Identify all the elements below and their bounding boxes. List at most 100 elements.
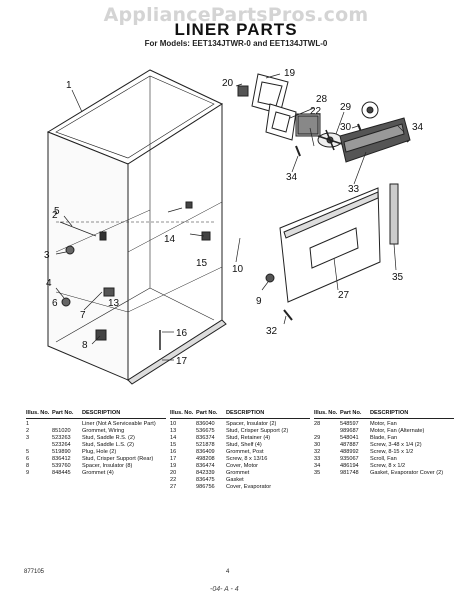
page-number: 4: [226, 569, 230, 575]
part-no: 981748: [340, 470, 359, 477]
part-no: 836409: [196, 448, 215, 455]
illus-no: 8: [26, 463, 30, 470]
table-row: 28 548597 Motor, Fan: [314, 421, 454, 428]
illus-no: 6: [26, 456, 30, 463]
description: Spacer, Insulator (8): [82, 463, 133, 470]
grommet-part: [265, 273, 275, 283]
illus-no: 17: [170, 456, 177, 463]
callout-22: 22: [310, 106, 322, 117]
part-no: 523263: [52, 434, 71, 441]
gasket-strip-part: [389, 183, 399, 245]
table-row: 8 539760 Spacer, Insulator (8): [26, 463, 166, 470]
callout-2: 2: [52, 210, 58, 221]
callout-8: 8: [82, 340, 88, 351]
callout-34-right: 34: [412, 122, 424, 133]
description: Blade, Fan: [370, 434, 398, 441]
description: Cover, Motor: [226, 463, 259, 470]
description: Stud, Saddle L.S. (2): [82, 441, 134, 448]
illus-no: 5: [26, 448, 30, 455]
illus-no: 20: [170, 470, 177, 477]
part-no: 539760: [52, 463, 71, 470]
fan-scroll-part: [339, 101, 411, 163]
parts-column-3: Illus. No. Part No. DESCRIPTION 28 548597…: [314, 410, 454, 477]
part-no: 548597: [340, 420, 359, 427]
evaporator-cover-part: [279, 187, 381, 303]
description: Grommet: [226, 470, 250, 477]
part-no: 523264: [52, 441, 71, 448]
liner-box: [46, 69, 227, 385]
illus-no: [26, 442, 52, 449]
illus-no: 13: [170, 427, 177, 434]
part-no: 836475: [196, 477, 215, 484]
part-no: 498208: [196, 456, 215, 463]
illus-no: 19: [170, 463, 177, 470]
table-header: Illus. No. Part No. DESCRIPTION: [314, 410, 454, 419]
part-no: 536675: [196, 427, 215, 434]
table-row: 22 836475 Gasket: [170, 477, 310, 484]
description: Motor, Fan: [370, 420, 397, 427]
callout-29: 29: [340, 102, 352, 113]
callout-15: 15: [196, 258, 208, 269]
description: Grommet, Post: [226, 448, 264, 455]
gasket-part: [265, 103, 297, 141]
table-header: Illus. No. Part No. DESCRIPTION: [170, 410, 310, 419]
part-no: [52, 421, 82, 428]
illus-no: 22: [170, 477, 177, 484]
description: Gasket: [226, 477, 244, 484]
illus-no: [314, 428, 340, 435]
part-no: 836474: [196, 463, 215, 470]
part-no: 487887: [340, 441, 359, 448]
callout-5: 5: [54, 206, 60, 217]
illus-no: 28: [314, 420, 321, 427]
description: Stud, Crisper Support (Rear): [82, 456, 154, 463]
part-no: 836040: [196, 420, 215, 427]
description: Plug, Hole (2): [82, 448, 117, 455]
callout-33: 33: [348, 184, 360, 195]
description: Screw, 3-48 x 1/4 (2): [370, 441, 422, 448]
description: Stud, Retainer (4): [226, 434, 271, 441]
callout-6: 6: [52, 298, 58, 309]
part-no: 519890: [52, 448, 71, 455]
fan-motor-part: [295, 113, 343, 151]
callout-9: 9: [256, 296, 262, 307]
callout-1: 1: [66, 80, 72, 91]
callout-34-left: 34: [286, 172, 298, 183]
page-title: LINER PARTS: [174, 20, 298, 39]
illus-no: 15: [170, 441, 177, 448]
illus-no: 16: [170, 448, 177, 455]
description: Stud, Shelf (4): [226, 441, 262, 448]
callout-7: 7: [80, 310, 86, 321]
part-no: 548041: [340, 434, 359, 441]
document-code: 877105: [24, 569, 45, 575]
model-subtitle: For Models: EET134JTWR-0 and EET134JTWL-…: [144, 39, 328, 48]
description: Cover, Evaporator: [226, 484, 272, 491]
exploded-diagram: 1 2 3 4 5 6 7 8 9 10 13 14 15 16 17 19 2…: [0, 52, 472, 402]
description: Gasket, Evaporator Cover (2): [370, 470, 444, 477]
illus-no: 34: [314, 463, 321, 470]
part-no: 851020: [52, 427, 71, 434]
callout-16: 16: [176, 328, 188, 339]
illus-no: 27: [170, 484, 177, 491]
callout-19: 19: [284, 68, 296, 79]
part-no: 488992: [340, 448, 359, 455]
